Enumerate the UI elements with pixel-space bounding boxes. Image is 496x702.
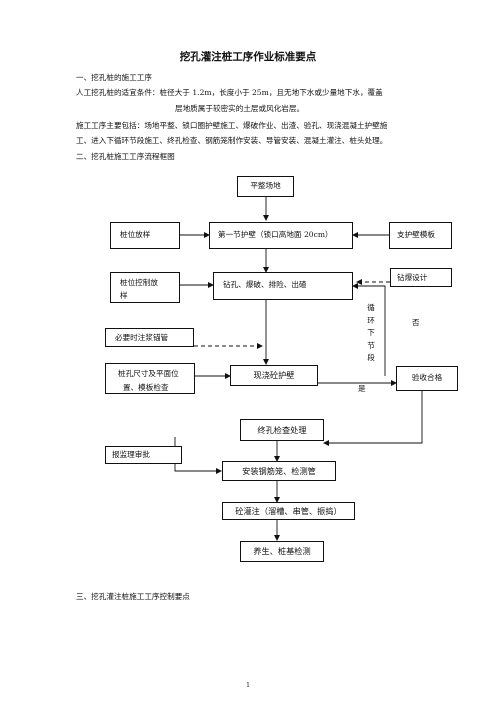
document-title: 挖孔灌注桩工序作业标准要点 — [179, 51, 317, 63]
loop-char-2: 环 — [367, 315, 375, 325]
loop-char-5: 段 — [367, 353, 375, 362]
box-acceptance: 验收合格 — [396, 366, 458, 391]
box-report-supervisor: 报监理审批 — [105, 446, 182, 464]
box-pile-control: 桩位控制放 样 — [110, 272, 180, 303]
loop-char-3: 下 — [367, 328, 375, 337]
box-site-leveling: 平整场地 — [237, 176, 294, 197]
box-report-supervisor-label: 报监理审批 — [112, 450, 150, 459]
box-pour-concrete-label: 砼灌注（溜槽、串管、振捣） — [235, 506, 342, 516]
box-first-wall-label: 第一节护壁（锁口高地面 20cm） — [218, 230, 333, 239]
box-blast-design: 钻爆设计 — [390, 268, 452, 287]
box-first-wall: 第一节护壁（锁口高地面 20cm） — [209, 222, 353, 249]
box-pour-concrete: 砼灌注（溜槽、串管、振捣） — [222, 502, 355, 520]
yes-label: 是 — [358, 384, 366, 393]
box-size-check-line-1: 桩孔尺寸及平面位 — [118, 369, 179, 378]
box-final-hole-label: 终孔检查处理 — [257, 425, 307, 435]
box-pile-layout-label: 桩位放样 — [120, 230, 151, 239]
arrow-loop-next-segment — [352, 283, 386, 376]
box-grout-pipe: 必要时注浆锚管 — [105, 328, 194, 347]
box-size-check-line-2: 置、模板检查 — [123, 383, 169, 392]
paragraph-2-line-1: 施工工序主要包括：场地平整、锁口圈护壁施工、爆破作业、出渣、验孔、现浇混凝土护壁… — [76, 121, 388, 130]
arrow-acceptance-to-final-hole — [323, 391, 423, 446]
box-drilling: 钻孔、爆破、排险、出碴 — [213, 272, 353, 300]
box-pile-control-line-1: 桩位控制放 — [120, 278, 158, 287]
box-curing: 养生、桩基检测 — [240, 541, 324, 562]
no-label: 否 — [412, 318, 420, 327]
paragraph-1-line-2: 层地质属于较密实的土层或风化岩层。 — [175, 104, 305, 113]
loop-char-4: 节 — [367, 340, 375, 350]
box-acceptance-label: 验收合格 — [411, 373, 443, 382]
box-wall-formwork-label: 支护壁模板 — [397, 230, 435, 239]
box-site-leveling-label: 平整场地 — [250, 181, 281, 190]
box-grout-pipe-label: 必要时注浆锚管 — [115, 333, 169, 342]
loop-char-1: 循 — [367, 303, 375, 312]
box-install-cage-label: 安装钢筋笼、检测管 — [242, 466, 316, 476]
section-1-heading: 一、挖孔桩的施工工序 — [76, 73, 152, 82]
paragraph-1-line-1: 人工挖孔桩的适宜条件：桩径大于 1.2m，长度小于 25m，且无地下水或少量地下… — [76, 88, 383, 97]
box-curing-label: 养生、桩基检测 — [253, 546, 311, 556]
box-install-cage: 安装钢筋笼、检测管 — [222, 461, 336, 481]
section-3-heading: 三、挖孔灌注桩施工工序控制要点 — [76, 592, 190, 601]
loop-next-segment-label: 循 环 下 节 段 — [366, 302, 376, 365]
box-final-hole: 终孔检查处理 — [240, 419, 324, 441]
box-wall-formwork: 支护壁模板 — [389, 222, 452, 249]
section-2-heading: 二、挖孔桩施工工序流程框图 — [76, 152, 175, 161]
box-cast-wall: 现浇砼护壁 — [230, 365, 318, 386]
box-cast-wall-label: 现浇砼护壁 — [253, 370, 295, 380]
paragraph-2-line-2: 工、进入下循环节段施工、终孔检查、钢筋笼制作安装、导管安装、混凝土灌注、桩头处理… — [76, 136, 388, 145]
box-drilling-label: 钻孔、爆破、排险、出碴 — [223, 280, 307, 289]
box-pile-layout: 桩位放样 — [110, 222, 180, 249]
box-blast-design-label: 钻爆设计 — [397, 273, 428, 282]
page-number: 1 — [246, 682, 250, 689]
box-size-check: 桩孔尺寸及平面位 置、模板检查 — [105, 363, 195, 394]
box-pile-control-line-2: 样 — [120, 291, 128, 300]
